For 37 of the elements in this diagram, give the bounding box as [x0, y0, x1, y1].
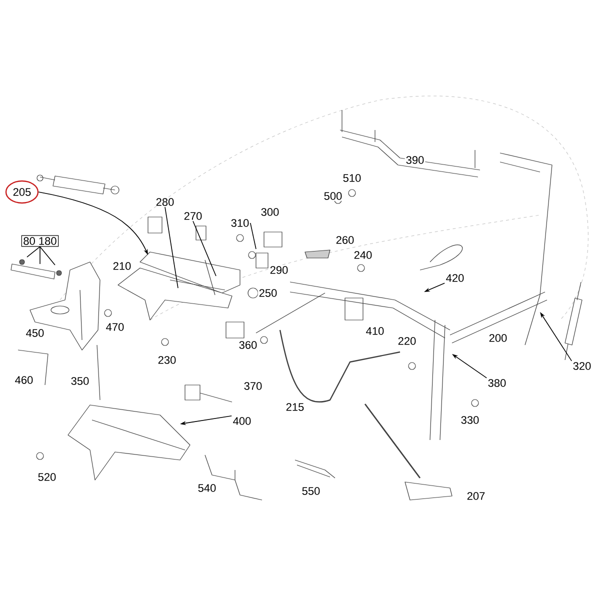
callout-number: 200 [488, 333, 508, 343]
callout-number: 280 [156, 198, 174, 206]
callout-number: 215 [284, 402, 306, 412]
callout-number: 270 [184, 212, 202, 220]
callout-number: 360 [238, 340, 258, 350]
callout-number: 450 [24, 328, 46, 338]
callout-number: 330 [460, 415, 480, 425]
leader-line [164, 206, 178, 288]
callout-number: 510 [342, 173, 362, 183]
callout-number: 290 [268, 265, 290, 275]
circled-callout-number: 205 [5, 180, 39, 204]
callout-number: 230 [156, 355, 178, 365]
callout-number: 240 [352, 250, 374, 260]
callout-number: 540 [196, 483, 218, 493]
callout-number: 460 [14, 375, 34, 385]
callout-number: 220 [396, 336, 418, 346]
callout-number: 420 [446, 274, 464, 282]
leader-line [26, 246, 40, 258]
callout-number: 380 [488, 379, 506, 387]
callout-number: 550 [300, 486, 322, 496]
callout-number: 210 [112, 261, 132, 271]
leader-line [40, 246, 56, 266]
callout-number: 300 [260, 207, 280, 217]
callout-number: 470 [104, 322, 126, 332]
callout-number: 520 [36, 472, 58, 482]
callout-number: 370 [242, 381, 264, 391]
callout-number: 320 [573, 362, 591, 370]
callout-number: 260 [334, 235, 356, 245]
callout-number: 310 [231, 219, 249, 227]
callout-number: 250 [258, 288, 278, 298]
callout-number: 400 [233, 417, 251, 425]
boxed-callout-number: 80 180 [21, 235, 59, 247]
callout-number: 390 [404, 155, 426, 165]
callout-number: 410 [364, 326, 386, 336]
callout-number: 350 [70, 376, 90, 386]
callout-number: 500 [322, 191, 344, 201]
callout-number: 207 [466, 491, 486, 501]
